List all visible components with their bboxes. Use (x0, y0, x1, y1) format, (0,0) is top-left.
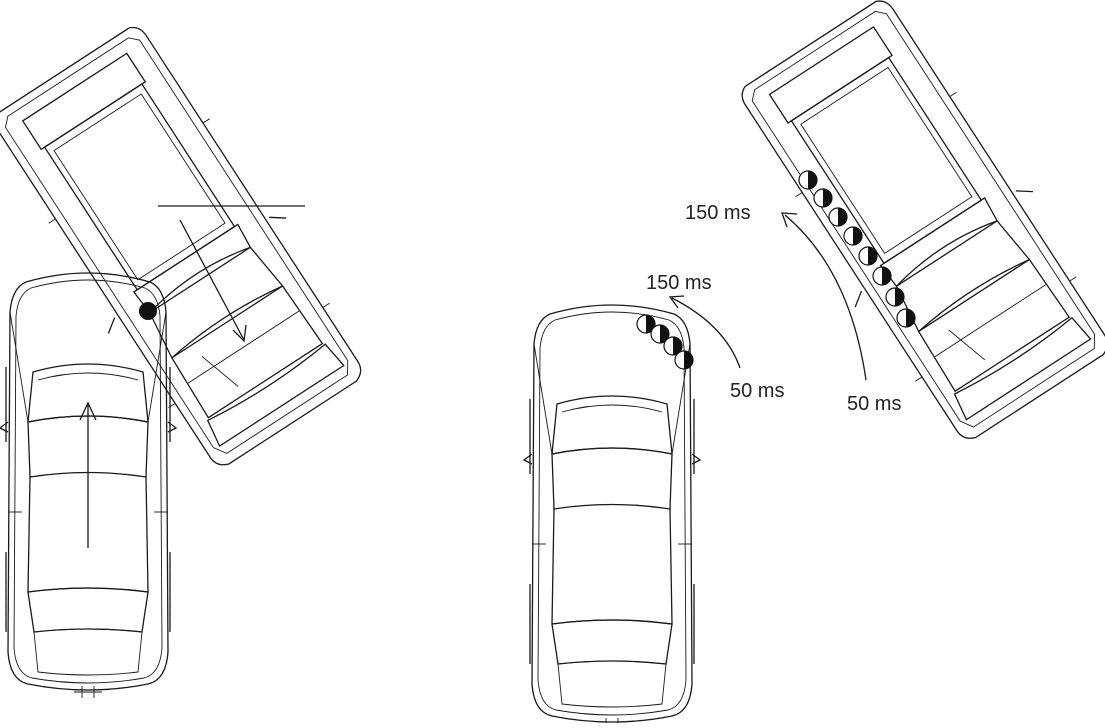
right-sedan (523, 304, 701, 728)
pickup-time-arrow-head (781, 212, 798, 228)
sedan-time-arrow (671, 297, 741, 369)
label-car-50ms: 50 ms (730, 380, 784, 402)
label-truck-50ms: 50 ms (847, 393, 901, 415)
impact-point-marker (139, 302, 157, 320)
sedan-contact-markers (636, 314, 694, 370)
pickup-motion-arrow (179, 219, 245, 341)
pickup-contact-markers (798, 170, 916, 328)
sedan-time-arrow-head (668, 295, 685, 309)
label-car-150ms: 150 ms (646, 272, 712, 294)
sedan-arrow-head (79, 401, 97, 421)
right-scene: 150 ms 50 ms 150 ms 50 ms (523, 0, 1105, 728)
left-pickup (0, 11, 383, 481)
pickup-time-arrow (784, 214, 867, 381)
label-truck-150ms: 150 ms (685, 202, 751, 224)
left-scene (0, 11, 383, 699)
pickup-arrow-head (232, 324, 247, 343)
